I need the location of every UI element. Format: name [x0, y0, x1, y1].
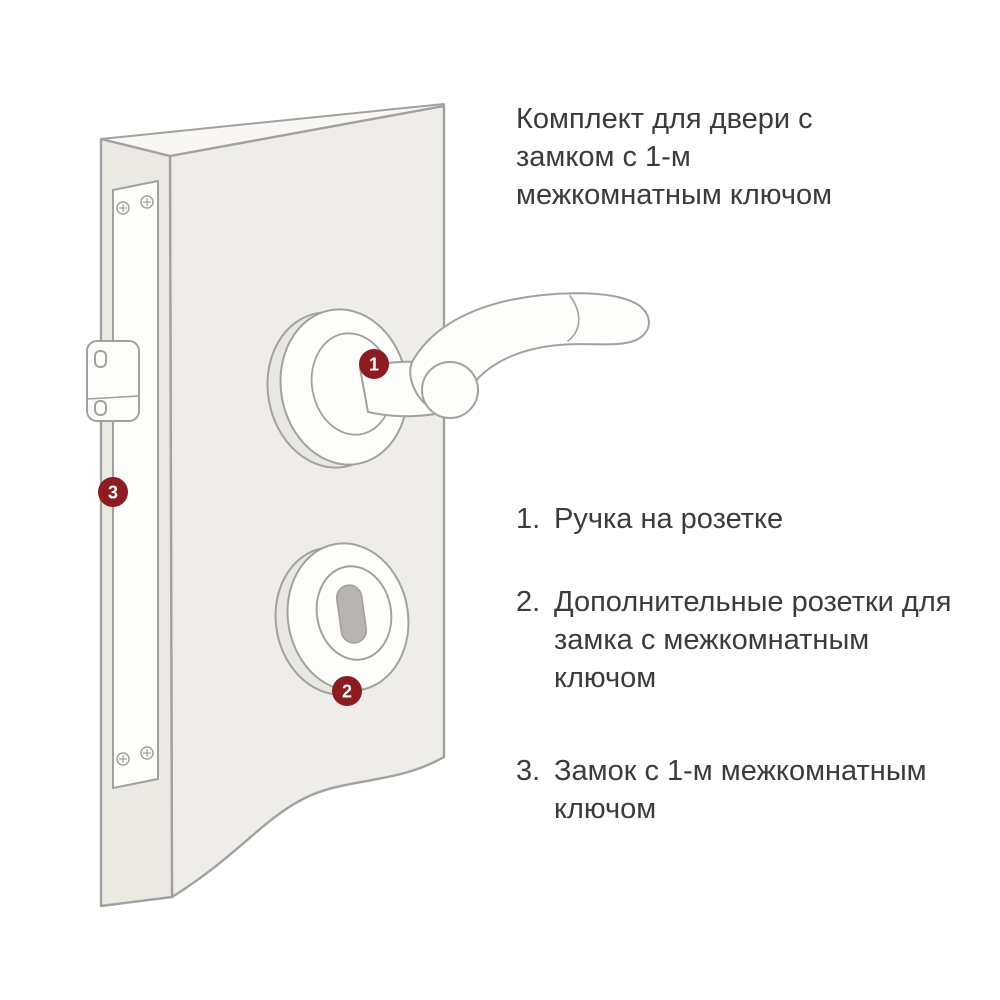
legend-item-3-number: 3.: [516, 755, 541, 787]
screw-icon: [116, 752, 130, 766]
handle-pivot: [421, 361, 479, 419]
marker-1-circle: [359, 349, 389, 379]
marker-1-label: 1: [369, 355, 379, 375]
legend-item-3-text: Замок с 1-м межкомнатным ключом: [554, 755, 927, 825]
marker-3-badge: 3: [98, 477, 128, 507]
faceplate-plate: [112, 180, 159, 789]
keyhole: [335, 584, 368, 644]
key-rosette: [274, 542, 410, 696]
marker-2-label: 2: [342, 682, 352, 702]
screw-icon: [140, 195, 154, 209]
marker-3-label: 3: [108, 483, 118, 503]
handle-rosette: [266, 308, 409, 469]
door-front-face: [168, 104, 446, 899]
legend-item-2: 2. Дополнительные розетки для замка с ме…: [516, 583, 976, 697]
page-title: Комплект для двери с замком с 1-м межком…: [516, 103, 833, 211]
lock-faceplate: [112, 180, 159, 789]
latch-bolt: [86, 340, 140, 422]
legend-item-1-number: 1.: [516, 503, 541, 535]
marker-3-circle: [98, 477, 128, 507]
legend-item-2-number: 2.: [516, 586, 541, 618]
marker-2-circle: [332, 676, 362, 706]
legend-item-2-text: Дополнительные розетки для замка с межко…: [554, 586, 952, 694]
legend-item-1-text: Ручка на розетке: [554, 503, 784, 535]
legend-item-3: 3. Замок с 1-м межкомнатным ключом: [516, 752, 976, 828]
screw-icon: [140, 746, 154, 760]
handle-lever-detail: [567, 295, 580, 342]
legend-item-1: 1. Ручка на розетке: [516, 500, 976, 538]
marker-2-badge: 2: [332, 676, 362, 706]
screw-icon: [116, 201, 130, 215]
marker-1-badge: 1: [359, 349, 389, 379]
